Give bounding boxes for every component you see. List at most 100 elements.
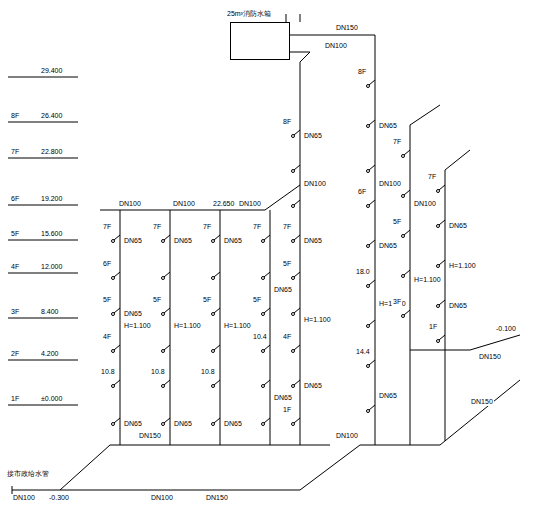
pipe-label: 18.0 <box>355 268 371 276</box>
pipe-label: -0.300 <box>48 494 70 502</box>
hydrant-valve <box>162 277 165 280</box>
pipe-label: 7F <box>282 223 292 231</box>
hydrant-valve <box>437 190 440 193</box>
hydrant-valve <box>112 240 115 243</box>
pipe-label: H=1.100 <box>303 316 332 324</box>
pipe-label: 14.4 <box>355 348 371 356</box>
pipe-label: 接市政给水管 <box>6 470 50 478</box>
branch-stub <box>404 270 410 275</box>
branch-stub <box>164 308 170 313</box>
branch-stub <box>404 230 410 235</box>
hydrant-branches <box>112 80 446 426</box>
hydrant-valve <box>112 313 115 316</box>
branch-stub <box>369 165 375 170</box>
pipe-label: 22.800 <box>40 148 63 156</box>
branch-stub <box>164 345 170 350</box>
branch-stub <box>369 405 375 410</box>
bottom-mains <box>12 380 520 494</box>
hydrant-valve <box>367 285 370 288</box>
branch-stub <box>264 308 270 313</box>
pipe-label: H=1.100 <box>413 276 442 284</box>
pipe-label: 1F <box>10 395 20 403</box>
hydrant-valve <box>162 240 165 243</box>
branch-stub <box>114 418 120 423</box>
water-tank: 25m³消防水箱 <box>230 22 290 60</box>
branch-stub <box>294 235 300 240</box>
pipe-label: DN65 <box>378 122 398 130</box>
branch-stub <box>294 380 300 385</box>
branch-stub <box>214 418 220 423</box>
hydrant-valve <box>292 350 295 353</box>
pipe-label: 7F <box>392 138 402 146</box>
branch-stub <box>439 335 445 340</box>
hydrant-valve <box>367 365 370 368</box>
pipe-label: DN65 <box>223 420 243 428</box>
pipe-label: 7F <box>102 223 112 231</box>
pipe-label: DN65 <box>123 310 143 318</box>
pipe-label: 4F <box>10 263 20 271</box>
pipe-label: 19.200 <box>40 195 63 203</box>
hydrant-valve <box>292 170 295 173</box>
hydrant-valve <box>402 275 405 278</box>
branch-stub <box>264 345 270 350</box>
pipe-label: 1F <box>282 406 292 414</box>
pipe-label: DN65 <box>303 132 323 140</box>
pipe-label: DN100 <box>238 200 262 208</box>
hydrant-valve <box>367 410 370 413</box>
branch-stub <box>264 418 270 423</box>
pipe-label: DN100 <box>118 200 142 208</box>
hydrant-valve <box>162 350 165 353</box>
branch-stub <box>114 308 120 313</box>
hydrant-valve <box>112 423 115 426</box>
pipe-label: 29.400 <box>40 67 63 75</box>
pipe-label: 8F <box>357 68 367 76</box>
hydrant-valve <box>367 205 370 208</box>
pipe-label: ±0.000 <box>40 395 63 403</box>
hydrant-valve <box>262 240 265 243</box>
branch-stub <box>264 380 270 385</box>
pipe-label: 4F <box>102 333 112 341</box>
pipe-label: DN100 <box>303 180 327 188</box>
pipe-label: DN150 <box>138 432 162 440</box>
pipe-label: DN65 <box>123 420 143 428</box>
pipe-label: 10.8 <box>200 368 216 376</box>
hydrant-valve <box>212 313 215 316</box>
pipe-label: DN100 <box>335 432 359 440</box>
pipe-label: 4.200 <box>40 350 60 358</box>
pipe-label: 5F <box>10 230 20 238</box>
pipe-label: DN100 <box>150 494 174 502</box>
branch-stub <box>369 360 375 365</box>
branch-stub <box>114 345 120 350</box>
branch-stub <box>214 308 220 313</box>
branch-stub <box>439 185 445 190</box>
branch-stub <box>294 130 300 135</box>
hydrant-valve <box>262 313 265 316</box>
pipe-label: DN100 <box>172 200 196 208</box>
pipe-label: 5F <box>392 218 402 226</box>
pipe-label: DN65 <box>303 382 323 390</box>
pipe-label: DN65 <box>223 237 243 245</box>
hydrant-valve <box>292 135 295 138</box>
branch-stub <box>404 190 410 195</box>
pipe-label: DN65 <box>378 242 398 250</box>
branch-stub <box>439 220 445 225</box>
hydrant-valve <box>262 350 265 353</box>
pipe-label: 15.600 <box>40 230 63 238</box>
pipe-label: DN100 <box>378 180 402 188</box>
pipe-label: DN65 <box>448 302 468 310</box>
hydrant-valve <box>437 265 440 268</box>
hydrant-valve <box>262 277 265 280</box>
pipe-label: DN65 <box>378 392 398 400</box>
branch-stub <box>294 200 300 205</box>
branch-stub <box>214 380 220 385</box>
branch-stub <box>164 380 170 385</box>
branch-stub <box>214 235 220 240</box>
pipe-label: DN65 <box>123 237 143 245</box>
pipe-label: DN65 <box>448 222 468 230</box>
pipe-label: -0.100 <box>495 325 517 333</box>
hydrant-valve <box>292 385 295 388</box>
pipe-label: H=1.100 <box>448 262 477 270</box>
pipe-label: DN65 <box>273 286 293 294</box>
pipe-label: 2F <box>10 350 20 358</box>
branch-stub <box>369 280 375 285</box>
